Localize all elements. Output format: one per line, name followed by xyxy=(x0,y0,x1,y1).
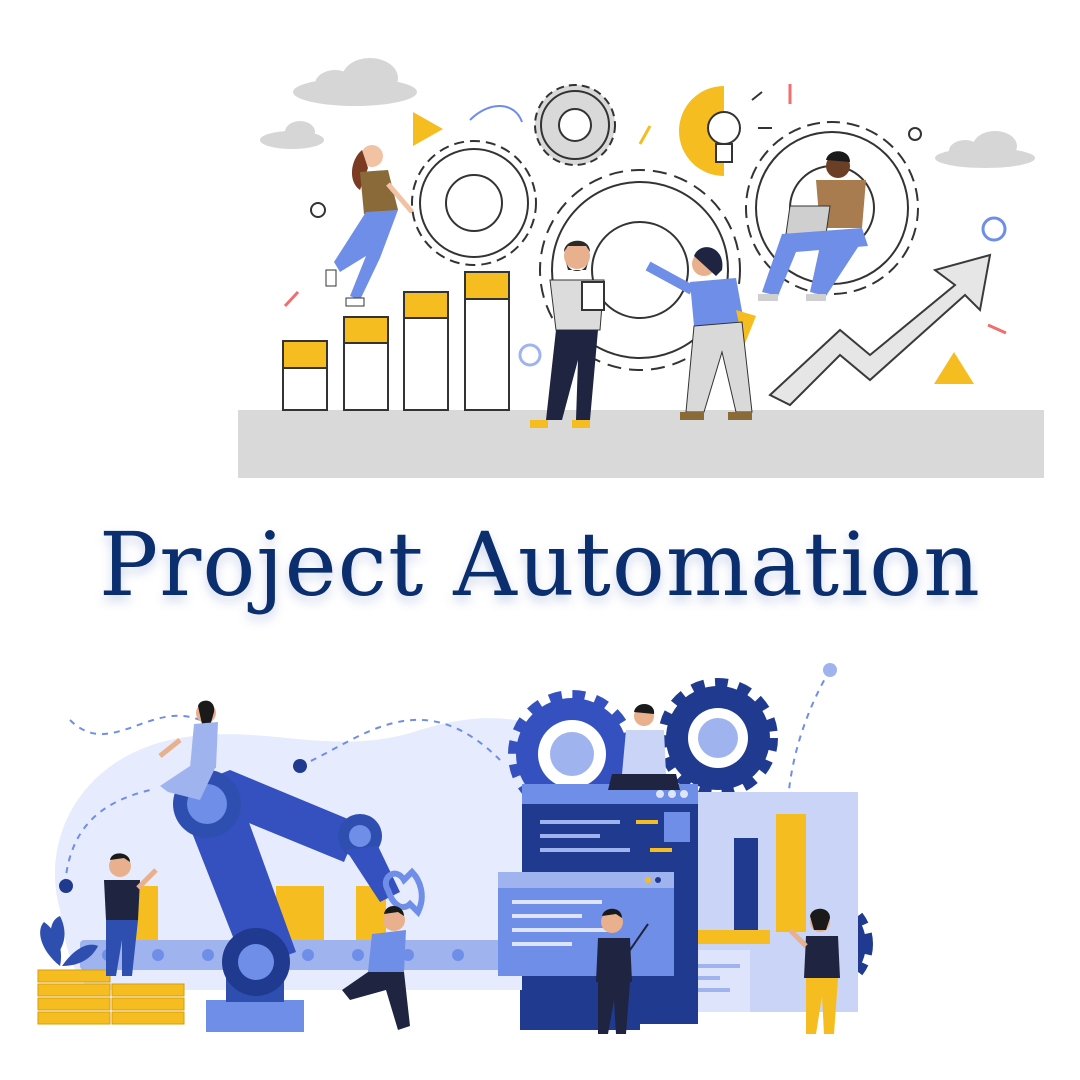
cloud-icon xyxy=(260,121,324,149)
cloud-icon xyxy=(293,58,417,106)
gear-icon xyxy=(534,84,616,166)
top-illustration xyxy=(238,58,1044,478)
man-pointing-figure xyxy=(104,853,158,976)
page-title: Project Automation xyxy=(99,513,981,616)
man-with-laptop-figure xyxy=(758,151,868,301)
dot-icon xyxy=(293,759,307,773)
cloud-icon xyxy=(935,131,1035,168)
dash-mark xyxy=(283,290,300,308)
trend-arrow-icon xyxy=(768,253,992,407)
gear-icon xyxy=(411,140,537,266)
woman-pointing-figure xyxy=(645,247,756,420)
running-man-figure xyxy=(342,905,410,1030)
man-with-tablet-figure xyxy=(530,240,605,428)
growth-bars xyxy=(282,271,510,411)
woman-sitting-figure xyxy=(158,700,218,800)
dashed-path xyxy=(299,718,501,767)
dashed-path xyxy=(64,789,151,886)
presenter-figure xyxy=(596,908,649,1034)
dot-icon xyxy=(59,879,73,893)
ring-icon xyxy=(518,343,542,367)
dashed-path xyxy=(69,714,201,735)
conveyor-belt xyxy=(80,886,550,970)
dash-mark xyxy=(987,323,1007,335)
dot-icon xyxy=(823,663,837,677)
ring-icon xyxy=(310,202,326,218)
woman-standing-figure xyxy=(788,908,840,1034)
plant-icon xyxy=(40,916,98,966)
man-sitting-figure xyxy=(608,703,680,790)
coin-stack-icon xyxy=(37,969,185,1025)
light-bulb-icon xyxy=(679,86,772,176)
gear-icon xyxy=(658,678,778,798)
woman-figure xyxy=(325,145,414,307)
dash-mark xyxy=(638,125,652,145)
curved-arrow-icon xyxy=(469,105,523,123)
triangle-icon xyxy=(413,112,443,146)
triangle-icon xyxy=(934,352,974,384)
ring-icon xyxy=(981,216,1007,242)
ring-icon xyxy=(908,127,922,141)
floor xyxy=(238,410,1044,478)
